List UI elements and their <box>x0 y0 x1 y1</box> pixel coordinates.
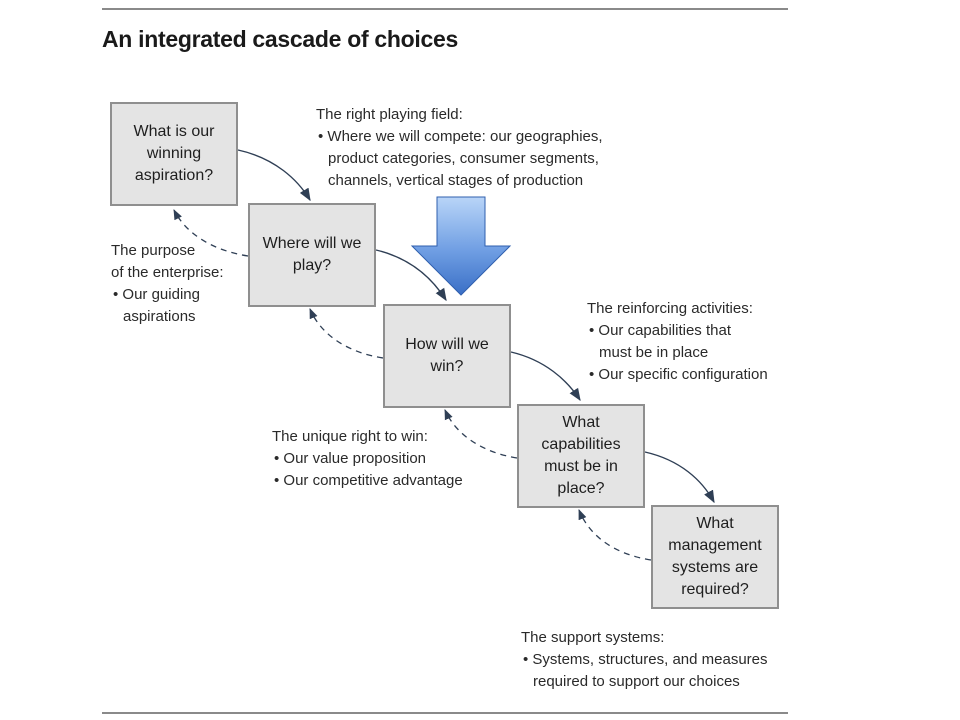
forward-arrow-4 <box>644 451 715 504</box>
feedback-arrow-1 <box>173 209 249 257</box>
note-heading: The right playing field: <box>316 106 463 123</box>
note-heading: The support systems: <box>521 629 665 646</box>
bottom-divider <box>102 712 788 714</box>
note-bullet: • Our competitive advantage <box>274 472 463 489</box>
note-bullet: • Our specific configuration <box>589 366 768 383</box>
note-bullet: • Systems, structures, and measures requ… <box>523 651 768 690</box>
top-divider <box>102 8 788 10</box>
note-heading: The unique right to win: <box>272 428 428 445</box>
note-bullet: • Our value proposition <box>274 450 426 467</box>
diagram-title: An integrated cascade of choices <box>102 26 458 52</box>
note-playing-field: The right playing field: • Where we will… <box>316 104 646 192</box>
note-heading: The purpose of the enterprise: <box>111 242 224 281</box>
box-where-to-play: Where will we play? <box>248 203 376 307</box>
box-winning-aspiration: What is our winning aspiration? <box>110 102 238 206</box>
box-how-to-win: How will we win? <box>383 304 511 408</box>
note-unique-right: The unique right to win: • Our value pro… <box>272 426 492 492</box>
note-bullet: • Our capabilities that must be in place <box>589 322 731 361</box>
forward-arrow-2 <box>375 249 447 302</box>
note-bullet: • Where we will compete: our geographies… <box>318 128 603 189</box>
feedback-arrow-3 <box>444 409 518 459</box>
note-heading: The reinforcing activities: <box>587 300 753 317</box>
box-capabilities: What capabilities must be in place? <box>517 404 645 508</box>
note-bullet: • Our guiding aspirations <box>113 286 200 325</box>
box-management-systems: What management systems are required? <box>651 505 779 609</box>
forward-arrow-1 <box>237 149 311 202</box>
feedback-arrow-2 <box>309 308 384 359</box>
highlight-down-arrow <box>410 196 512 296</box>
note-reinforcing: The reinforcing activities: • Our capabi… <box>587 298 797 386</box>
feedback-arrow-4 <box>578 509 652 561</box>
note-purpose: The purpose of the enterprise: • Our gui… <box>111 240 251 328</box>
note-support: The support systems: • Systems, structur… <box>521 627 801 693</box>
forward-arrow-3 <box>510 351 581 402</box>
